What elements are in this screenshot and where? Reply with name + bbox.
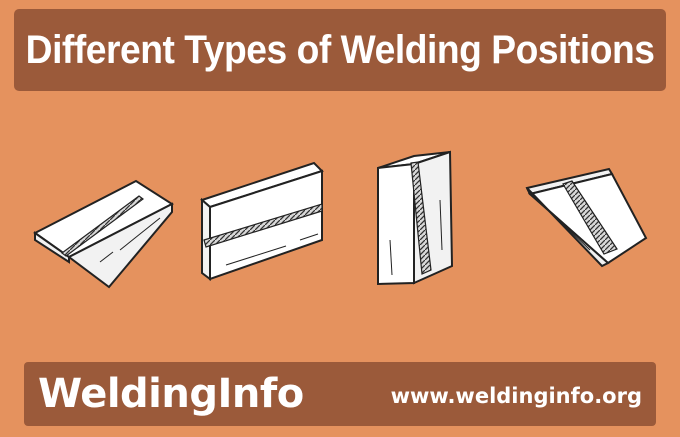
- flat-weld-plate-icon: [33, 179, 175, 289]
- website-url: www.weldinginfo.org: [390, 384, 642, 408]
- horizontal-weld-plate-icon: [200, 161, 324, 281]
- title-banner: Different Types of Welding Positions: [14, 9, 666, 91]
- brand-logo-text: WeldingInfo: [38, 371, 304, 417]
- page-title: Different Types of Welding Positions: [25, 27, 655, 72]
- welding-positions-illustration: [33, 150, 648, 289]
- footer-banner: WeldingInfo www.weldinginfo.org: [24, 362, 656, 426]
- vertical-weld-plate-icon: [377, 150, 454, 286]
- overhead-weld-plate-icon: [525, 167, 648, 268]
